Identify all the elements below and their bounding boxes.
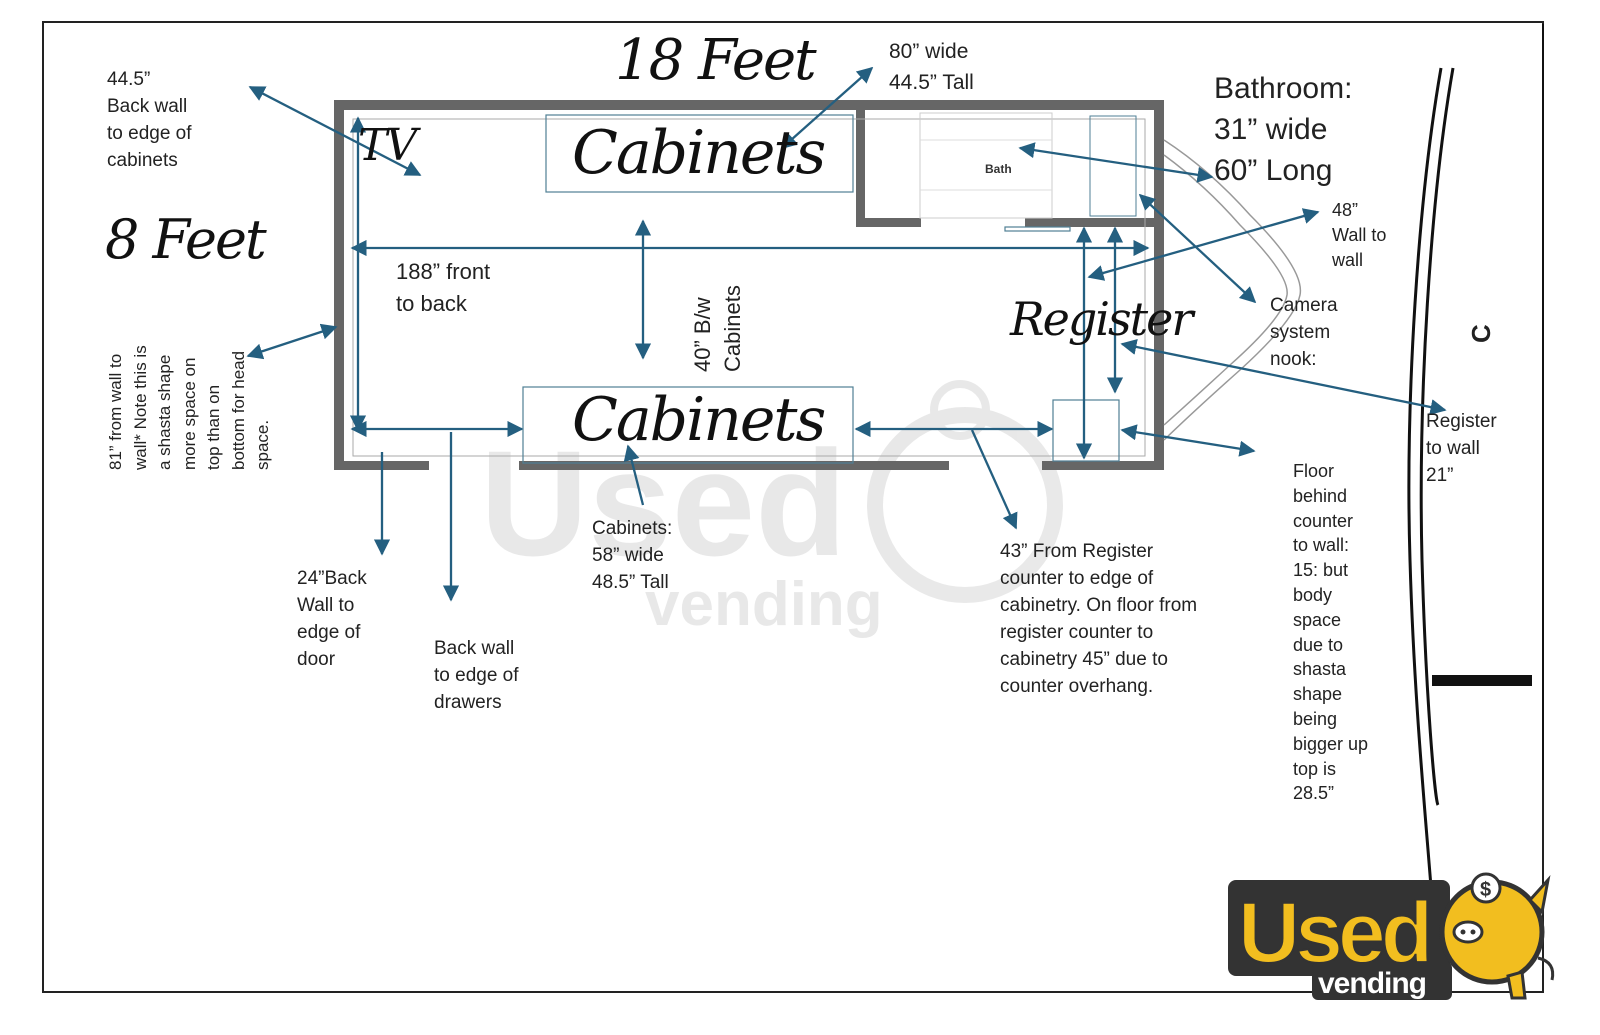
wall-to-wall-note: 48” Wall to wall (1332, 200, 1387, 270)
svg-text:Used: Used (480, 419, 847, 587)
top-cabinets-size-note: 80” wide 44.5” Tall (889, 40, 974, 94)
floor-behind-counter-note: Floor behind counter to wall: 15: but bo… (1293, 461, 1369, 804)
vehicle-edge (1407, 24, 1544, 901)
used-vending-logo: Used vending $ (1228, 872, 1555, 1000)
length-title: 18 Feet (615, 28, 817, 93)
between-cabinets-note: 40” B/w Cabinets (690, 285, 745, 372)
register-to-wall-note: Register to wall 21” (1426, 411, 1497, 486)
bath-label: Bath (985, 162, 1012, 176)
used-vending-watermark: Used vending (480, 380, 1063, 639)
logo-sub-text: vending (1318, 967, 1426, 1000)
register-counter-note: 43” From Register counter to edge of cab… (1000, 541, 1198, 697)
side-letter: C (1466, 324, 1496, 343)
front-to-back-note: 188” front to back (396, 259, 491, 316)
bathroom-fixture (919, 112, 1137, 219)
svg-text:vending: vending (645, 570, 883, 639)
register-label: Register (1010, 292, 1193, 346)
width-note: 81” from wall to wall* Note this is a sh… (106, 345, 272, 470)
bottom-cabinets-label: Cabinets (572, 385, 826, 455)
door-edge-note: 24”Back Wall to edge of door (297, 568, 367, 670)
pointer-arrows (373, 429, 1018, 602)
dimension-arrows (246, 66, 1447, 460)
camera-nook-note: Camera system nook: (1270, 295, 1338, 370)
back-wall-cabinets-note: 44.5” Back wall to edge of cabinets (107, 69, 192, 171)
top-cabinets-label: Cabinets (572, 118, 826, 188)
tv-label: TV (358, 120, 417, 171)
bathroom-size-note: Bathroom: 31” wide 60” Long (1214, 72, 1353, 187)
logo-dollar-symbol: $ (1480, 879, 1491, 901)
width-title: 8 Feet (105, 208, 267, 271)
drawers-edge-note: Back wall to edge of drawers (434, 638, 519, 713)
bottom-cabinets-size-note: Cabinets: 58” wide 48.5” Tall (592, 518, 673, 593)
